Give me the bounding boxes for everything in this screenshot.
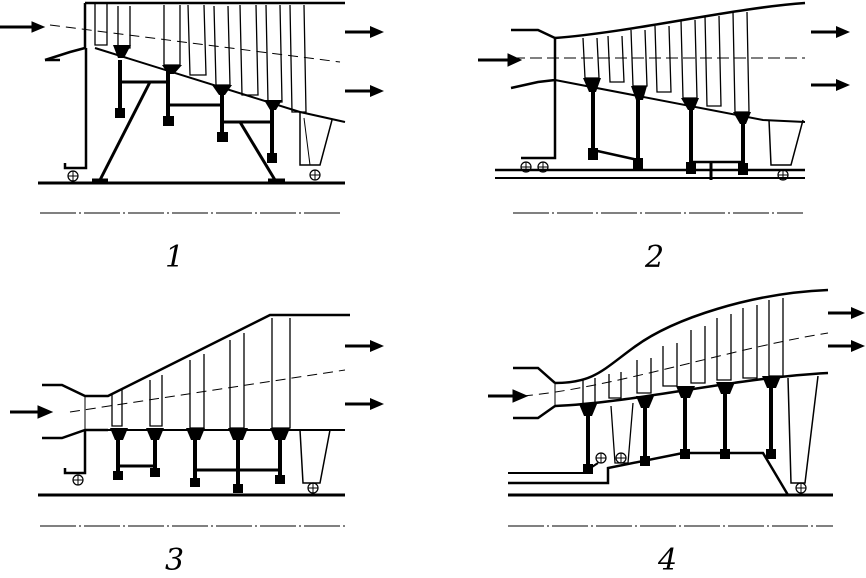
flow-centerline	[49, 24, 341, 63]
inlet-duct	[510, 28, 557, 90]
inlet-duct	[42, 428, 108, 440]
casing-top	[554, 288, 829, 385]
rotor-hub-line	[554, 79, 806, 123]
casing-top	[42, 313, 350, 398]
exhaust-diffuser	[299, 112, 333, 166]
disc-roots	[110, 428, 290, 493]
support-strut	[521, 80, 557, 160]
support-strut	[63, 48, 88, 170]
disc-roots	[113, 45, 282, 163]
turbine-diagram-3	[10, 313, 384, 527]
panel-4: 4	[433, 288, 866, 576]
disc-roots	[583, 78, 751, 175]
panel-label: 2	[645, 240, 665, 275]
panel-2: 2	[433, 0, 866, 288]
flow-centerline	[522, 332, 829, 397]
panel-3: 3	[0, 288, 433, 576]
support-strut	[63, 430, 87, 475]
blade-row	[582, 298, 784, 405]
casing-top	[554, 1, 806, 40]
exit-arrows	[345, 26, 384, 97]
blade-row	[582, 11, 750, 113]
turbine-diagram-2	[478, 1, 850, 214]
exhaust-diffuser	[768, 119, 804, 166]
exit-arrows	[811, 26, 850, 91]
panel-label: 3	[165, 543, 185, 578]
blade-row	[111, 318, 291, 429]
exhaust-diffuser	[299, 429, 331, 484]
exhaust-diffuser	[787, 375, 819, 484]
inlet-duct	[44, 3, 87, 62]
turbine-diagram-4	[488, 288, 865, 527]
panel-label: 4	[658, 543, 678, 578]
turbine-diagram-1	[0, 1, 384, 214]
disc-roots	[579, 376, 781, 474]
exit-arrows	[345, 340, 384, 410]
panel-label: 1	[165, 240, 185, 275]
inlet-duct	[513, 366, 556, 384]
exit-arrows	[828, 307, 865, 352]
panel-1: 1	[0, 0, 433, 288]
flow-centerline	[69, 369, 346, 413]
inlet-arrow-head	[31, 21, 46, 33]
